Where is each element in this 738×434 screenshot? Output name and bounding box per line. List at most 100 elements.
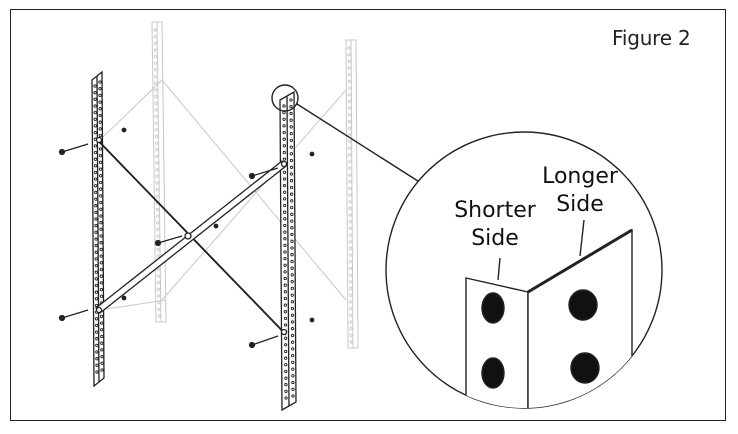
- upright-hole: [157, 287, 161, 291]
- upright-hole: [94, 224, 98, 228]
- upright-hole: [99, 187, 103, 191]
- upright-hole: [283, 223, 287, 228]
- upright-hole: [283, 250, 287, 254]
- upright-hole: [283, 263, 287, 267]
- upright-hole: [157, 307, 161, 311]
- upright-hole: [347, 86, 351, 90]
- upright-hole: [98, 160, 103, 165]
- upright-hole: [289, 138, 293, 143]
- upright-hole: [154, 108, 158, 112]
- upright-hole: [155, 168, 159, 172]
- upright-hole: [283, 243, 287, 248]
- upright-hole: [94, 177, 98, 181]
- upright-hole: [99, 247, 103, 252]
- upright-hole: [291, 374, 295, 378]
- upright-hole: [290, 320, 295, 324]
- shorter-side-label-line2: Side: [471, 226, 519, 251]
- upright-hole: [282, 124, 286, 128]
- upright-hole: [348, 260, 353, 264]
- upright-hole: [98, 127, 102, 131]
- upright-hole: [156, 247, 160, 252]
- upright-hole: [348, 153, 352, 157]
- upright-hole: [348, 246, 352, 251]
- upright-hole: [95, 357, 99, 361]
- upright-hole: [290, 226, 294, 230]
- upright-hole: [282, 117, 286, 121]
- upright-hole: [283, 323, 288, 327]
- upright-hole: [93, 144, 98, 148]
- upright-hole: [289, 172, 294, 176]
- upright-hole: [291, 360, 295, 365]
- upright-hole: [153, 41, 157, 45]
- upright-hole: [349, 293, 353, 297]
- upright-hole: [94, 290, 99, 294]
- upright-hole: [94, 283, 99, 288]
- upright-hole: [284, 396, 288, 400]
- upright-hole: [155, 141, 159, 145]
- upright-hole: [290, 279, 294, 284]
- upright-hole: [283, 210, 287, 214]
- upright-hole: [289, 98, 293, 102]
- upright-hole: [100, 341, 104, 345]
- upright-hole: [155, 174, 159, 178]
- rear-frame-holes: [153, 28, 353, 344]
- upright-hole: [284, 369, 288, 374]
- upright-hole: [99, 207, 103, 211]
- upright-hole: [283, 310, 288, 314]
- upright-hole: [99, 274, 103, 278]
- upright-hole: [154, 114, 158, 119]
- upright-hole: [347, 119, 352, 124]
- upright-hole: [93, 150, 98, 155]
- upright-hole: [93, 164, 98, 168]
- upright-hole: [282, 104, 286, 108]
- upright-hole: [94, 243, 98, 248]
- upright-hole: [282, 150, 286, 155]
- upright-hole: [282, 130, 286, 135]
- upright-hole: [284, 389, 288, 394]
- upright-hole: [283, 203, 287, 208]
- upright-hole: [93, 170, 98, 175]
- upright-hole: [283, 283, 287, 287]
- upright-hole: [290, 199, 294, 203]
- upright-hole: [156, 254, 160, 258]
- upright-hole: [284, 383, 288, 387]
- upright-hole: [283, 296, 287, 301]
- upright-hole: [157, 314, 161, 318]
- upright-hole: [99, 234, 103, 238]
- upright-hole: [289, 118, 293, 122]
- upright-hole: [349, 326, 353, 331]
- upright-hole: [349, 340, 353, 344]
- upright-hole: [153, 48, 157, 52]
- upright-hole: [99, 194, 103, 198]
- upright-hole: [93, 157, 98, 161]
- upright-hole: [95, 323, 99, 328]
- upright-hole: [284, 349, 288, 354]
- upright-hole: [348, 266, 353, 271]
- upright-hole: [283, 343, 288, 347]
- upright-hole: [291, 394, 295, 398]
- upright-hole: [289, 145, 293, 149]
- upright-hole: [94, 237, 98, 241]
- upright-hole: [98, 120, 102, 124]
- upright-hole: [283, 290, 287, 294]
- upright-hole: [98, 133, 103, 138]
- upright-hole: [282, 190, 287, 194]
- upright-hole: [347, 73, 351, 77]
- upright-hole: [348, 146, 352, 150]
- upright-hole: [156, 221, 160, 225]
- upright-hole: [98, 80, 102, 84]
- upright-hole: [99, 200, 103, 205]
- upright-hole: [154, 68, 158, 72]
- upright-hole: [291, 387, 295, 391]
- upright-hole: [348, 180, 352, 184]
- upright-hole: [283, 276, 287, 281]
- upright-hole: [99, 241, 103, 245]
- upright-hole: [95, 363, 99, 367]
- upright-hole: [154, 94, 158, 99]
- upright-hole: [348, 173, 352, 177]
- upright-hole: [348, 233, 352, 237]
- upright-hole: [282, 157, 287, 161]
- upright-hole: [282, 137, 286, 141]
- upright-hole: [156, 227, 160, 232]
